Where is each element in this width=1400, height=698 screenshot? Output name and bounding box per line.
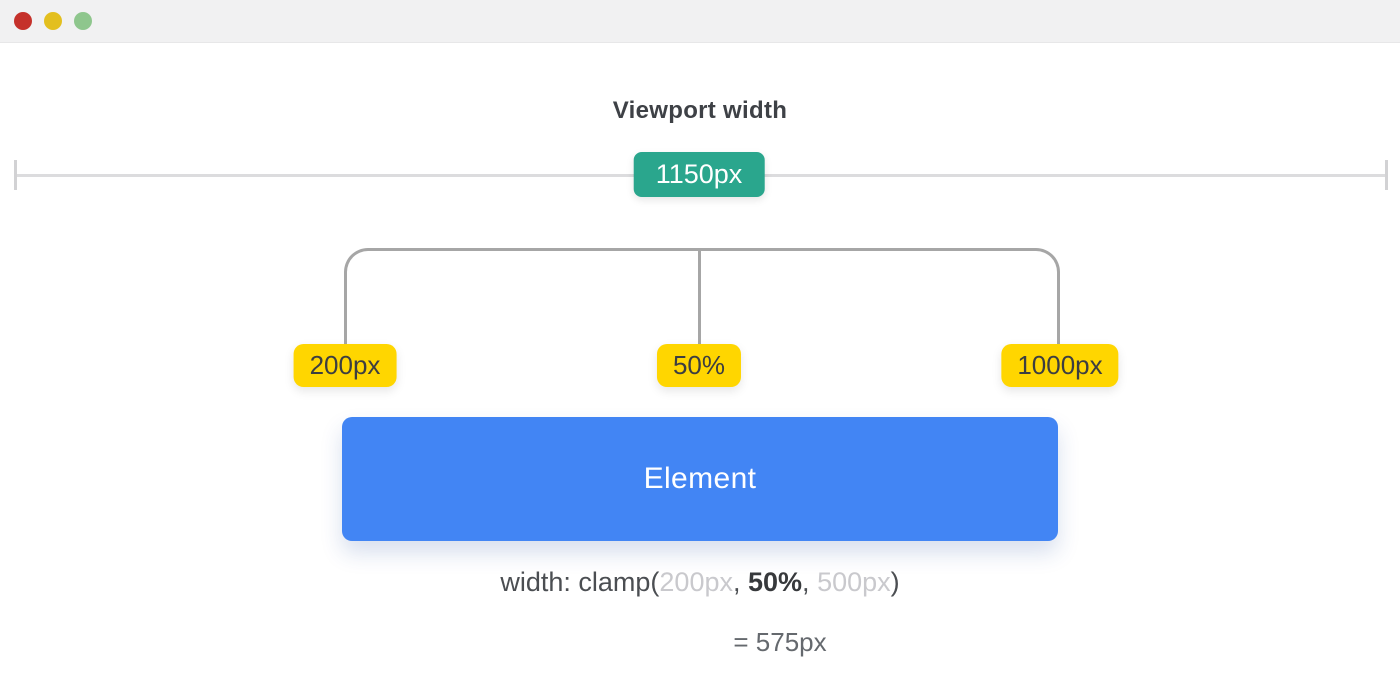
measure-right-cap (1385, 160, 1388, 190)
formula-min-value: 200px (659, 567, 733, 597)
clamp-min-badge: 200px (293, 344, 397, 387)
formula-comma-2: , (802, 567, 818, 597)
close-window-button[interactable] (14, 12, 32, 30)
clamp-formula: width: clamp(200px, 50%, 500px) (0, 567, 1400, 598)
clamp-bracket (344, 248, 1060, 348)
diagram-title: Viewport width (612, 97, 788, 124)
minimize-window-button[interactable] (44, 12, 62, 30)
clamp-max-badge: 1000px (1001, 344, 1119, 387)
window-titlebar (0, 0, 1400, 43)
formula-comma-1: , (732, 567, 748, 597)
element-label: Element (643, 462, 757, 495)
formula-close-paren: ) (890, 567, 900, 597)
zoom-window-button[interactable] (74, 12, 92, 30)
formula-preferred-value: 50% (748, 567, 803, 597)
formula-max-value: 500px (817, 567, 891, 597)
viewport-width-badge: 1150px (633, 152, 765, 197)
measure-left-cap (14, 160, 17, 190)
bracket-middle-stem (698, 248, 701, 345)
formula-property: width: clamp( (500, 567, 660, 597)
clamp-preferred-badge: 50% (656, 344, 742, 387)
element-box: Element (342, 417, 1058, 541)
result-value: = 575px (733, 627, 827, 657)
